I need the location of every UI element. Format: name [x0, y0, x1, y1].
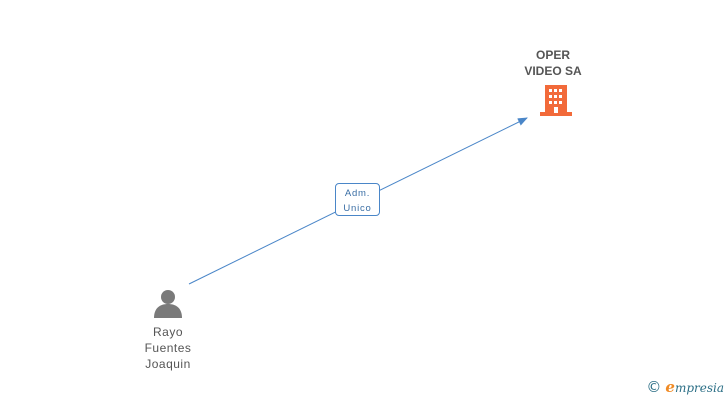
company-name[interactable]: OPER VIDEO SA — [493, 47, 613, 79]
relation-label-line2: Unico — [343, 203, 372, 214]
copyright-icon: © — [646, 378, 662, 396]
person-name-line2: Fuentes — [144, 341, 192, 355]
company-name-line1: OPER — [535, 48, 570, 62]
relation-label-line1: Adm. — [344, 188, 371, 199]
person-name-line3: Joaquin — [145, 357, 191, 371]
person-name-line1: Rayo — [152, 325, 183, 339]
footer-brand: © empresia — [646, 378, 724, 396]
building-icon[interactable] — [540, 85, 572, 116]
company-name-line2: VIDEO SA — [524, 64, 582, 78]
person-name[interactable]: Rayo Fuentes Joaquin — [118, 324, 218, 372]
brand-name: mpresia — [674, 381, 724, 395]
relation-label: Adm. Unico — [335, 183, 380, 216]
brand-logo: empresia — [665, 378, 724, 396]
person-icon[interactable] — [154, 290, 182, 318]
brand-initial: e — [665, 378, 675, 396]
